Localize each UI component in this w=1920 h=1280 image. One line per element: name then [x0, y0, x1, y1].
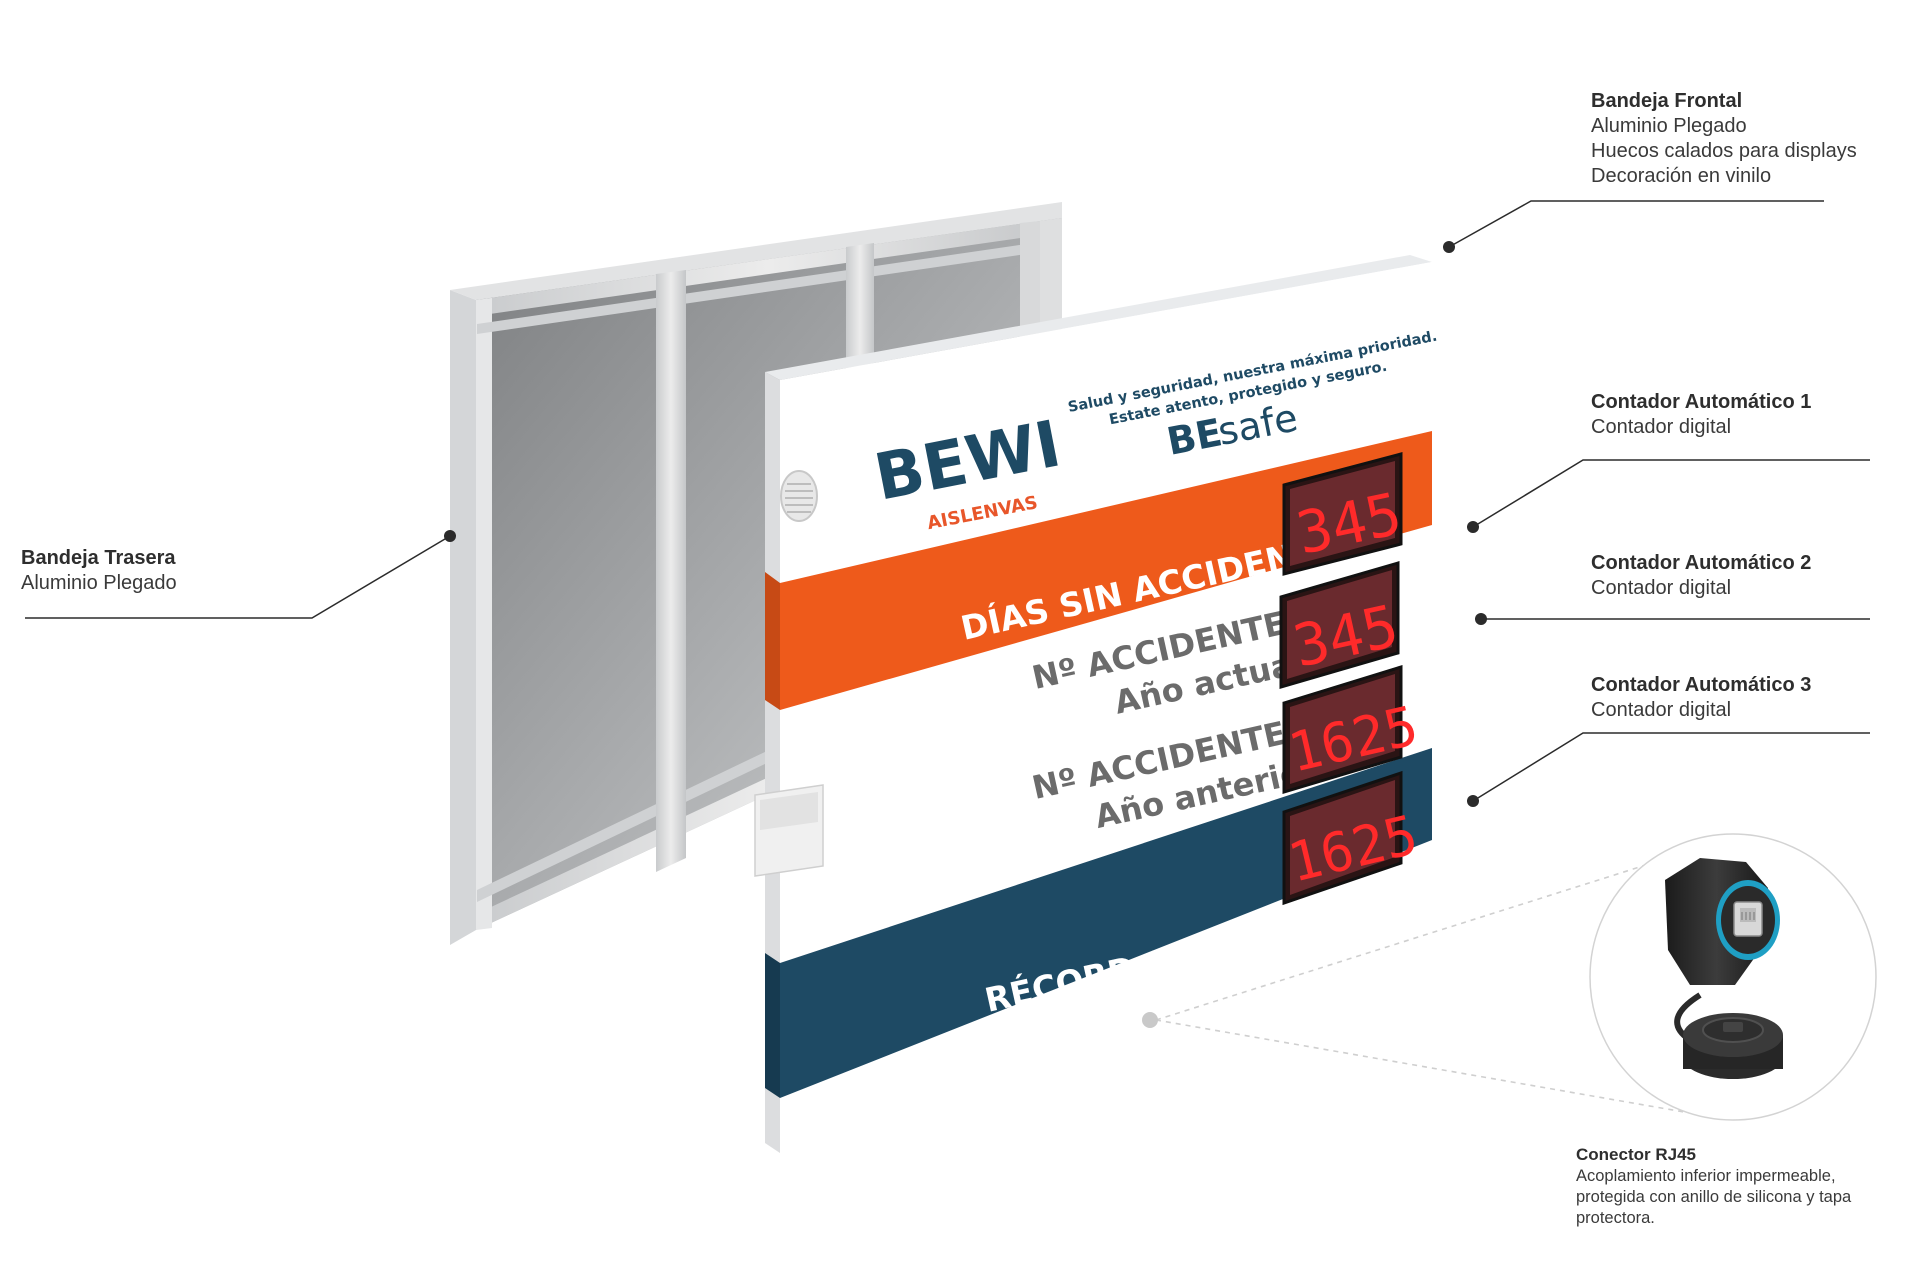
callout-contador-1-title: Contador Automático 1 [1591, 391, 1812, 413]
besafe-be: BE [1163, 410, 1225, 464]
callout-bandeja-trasera: Bandeja Trasera Aluminio Plegado [21, 546, 177, 596]
callout-rj45-line-3: protectora. [1576, 1209, 1655, 1227]
rj45-dot [1142, 1012, 1158, 1028]
callout-frontal-line-1: Aluminio Plegado [1591, 115, 1747, 137]
callout-frontal-line-3: Decoración en vinilo [1591, 165, 1772, 187]
counter-display-1: 345 [1282, 452, 1407, 576]
leader-contador-1 [1472, 459, 1870, 528]
callout-frontal-title: Bandeja Frontal [1591, 90, 1743, 112]
dot-contador-1 [1467, 521, 1479, 533]
leader-dots [444, 241, 1487, 807]
counter-display-4: 1625 [1282, 770, 1423, 906]
callout-rj45-line-1: Acoplamiento inferior impermeable, [1576, 1167, 1836, 1185]
dot-contador-2 [1475, 613, 1487, 625]
leader-trasera [25, 535, 451, 619]
leader-contador-3 [1472, 732, 1870, 802]
callout-contador-3-title: Contador Automático 3 [1591, 674, 1812, 696]
callout-contador-2-title: Contador Automático 2 [1591, 552, 1812, 574]
leader-lines [25, 200, 1870, 802]
dot-contador-3 [1467, 795, 1479, 807]
callout-contador-3-line: Contador digital [1591, 699, 1732, 721]
callout-conector-rj45: Conector RJ45 Acoplamiento inferior impe… [1576, 1144, 1851, 1229]
callout-bandeja-frontal: Bandeja Frontal Aluminio Plegado Huecos … [1591, 89, 1857, 189]
callout-contador-1-line: Contador digital [1591, 416, 1732, 438]
callout-contador-3: Contador Automático 3 Contador digital [1591, 673, 1811, 723]
callout-contador-2-line: Contador digital [1591, 577, 1732, 599]
callout-trasera-line: Aluminio Plegado [21, 572, 177, 594]
dot-frontal [1443, 241, 1455, 253]
callout-trasera-title: Bandeja Trasera [21, 547, 176, 569]
front-tray [754, 255, 1432, 1153]
leader-frontal [1448, 200, 1824, 248]
callout-contador-2: Contador Automático 2 Contador digital [1591, 551, 1811, 601]
callout-frontal-line-2: Huecos calados para displays [1591, 140, 1857, 162]
callout-rj45-line-2: protegida con anillo de silicona y tapa [1576, 1188, 1852, 1206]
dot-trasera [444, 530, 456, 542]
rj45-connector-zoom [1589, 833, 1877, 1121]
callout-rj45-title: Conector RJ45 [1576, 1145, 1696, 1164]
callout-contador-1: Contador Automático 1 Contador digital [1591, 390, 1811, 440]
rj45-leader [1155, 857, 1691, 1114]
